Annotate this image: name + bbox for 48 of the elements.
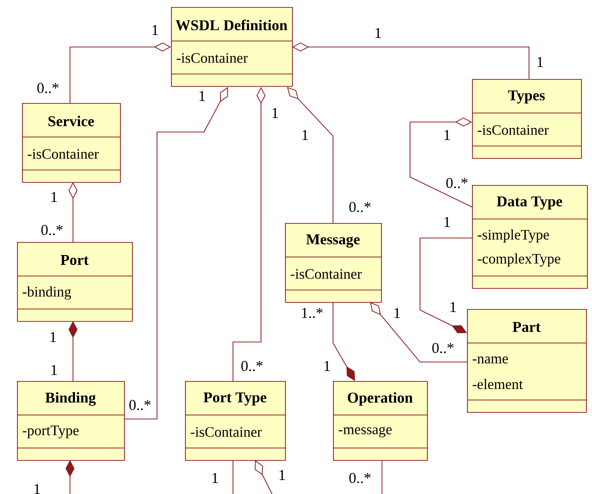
multiplicity-label: 1	[394, 308, 400, 318]
association-line	[420, 238, 472, 334]
association-line	[124, 87, 228, 420]
association-line	[232, 460, 234, 494]
class-box: Data Type -simpleType -complexType	[472, 185, 588, 289]
multiplicity-label: 1	[450, 302, 456, 312]
association-line	[332, 302, 355, 381]
multiplicity-label: 1	[444, 130, 450, 140]
class-box: Port -binding	[16, 242, 133, 322]
multiplicity-label: 1	[52, 192, 57, 202]
class-box: Port Type -isContainer	[184, 381, 286, 461]
multiplicity-label: 1	[34, 484, 40, 494]
association-line	[410, 118, 472, 208]
class-box: WSDL Definition -isContainer	[170, 7, 293, 87]
multiplicity-label: 0..*	[446, 178, 468, 188]
multiplicity-label: 1	[152, 25, 158, 35]
multiplicity-label: 0..*	[241, 360, 263, 372]
class-box: Types -isContainer	[472, 79, 582, 159]
multiplicity-label: 1	[200, 91, 205, 101]
multiplicity-label: 0..*	[432, 342, 454, 354]
multiplicity-label: 1	[272, 108, 278, 118]
multiplicity-label: 0..*	[349, 472, 371, 484]
association-line	[254, 460, 272, 494]
class-box: Service -isContainer	[22, 103, 121, 183]
association-line	[292, 42, 530, 80]
multiplicity-label: 1	[280, 470, 285, 480]
multiplicity-label: 1..*	[302, 308, 323, 318]
multiplicity-label: 1	[324, 361, 330, 371]
class-box: Binding -portType	[16, 381, 125, 461]
multiplicity-label: 1	[302, 130, 308, 140]
association-line	[68, 182, 78, 242]
multiplicity-label: 1	[444, 217, 450, 227]
multiplicity-label: 1	[50, 332, 56, 342]
association-line	[287, 87, 334, 224]
association-line	[370, 302, 468, 362]
association-line	[70, 42, 171, 104]
class-box: Part -name -element	[466, 309, 587, 413]
association-line	[66, 460, 74, 494]
multiplicity-label: 1	[376, 28, 381, 38]
class-box: Operation -message	[332, 381, 428, 461]
multiplicity-label: 0..*	[41, 224, 63, 236]
multiplicity-label: 0..*	[129, 400, 151, 410]
class-box: Message -isContainer	[284, 222, 382, 303]
association-line	[232, 87, 266, 382]
multiplicity-label: 1	[538, 57, 543, 67]
association-line	[68, 321, 78, 382]
multiplicity-label: 1	[52, 365, 57, 375]
multiplicity-label: 0..*	[37, 82, 59, 94]
